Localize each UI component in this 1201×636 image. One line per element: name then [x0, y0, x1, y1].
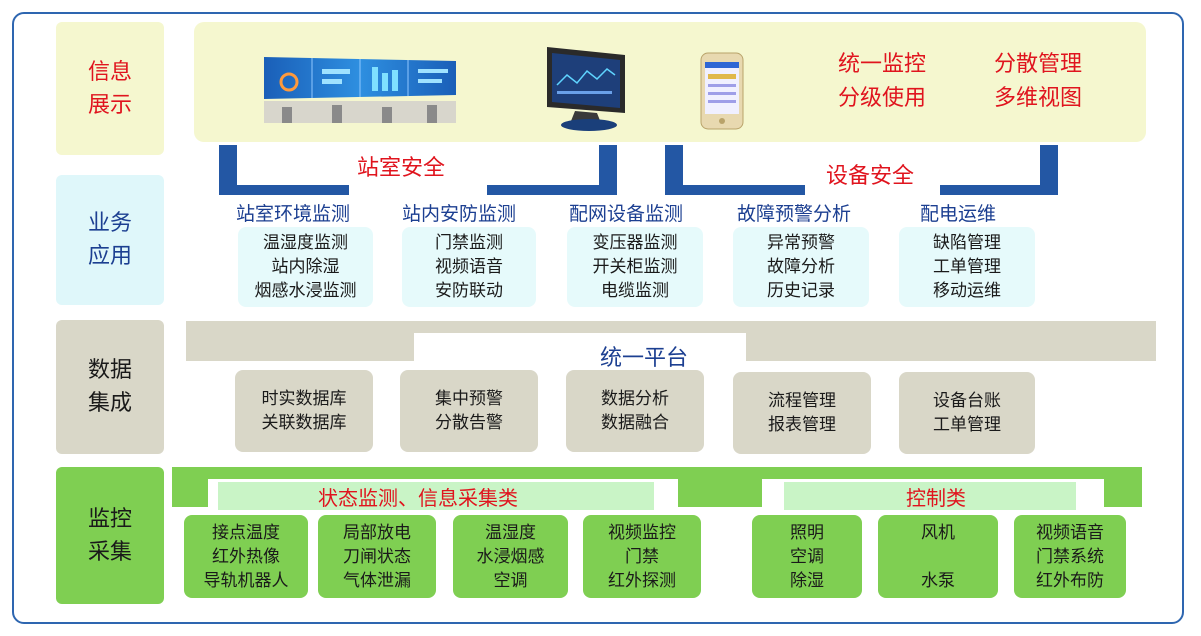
monitor-bar-left [172, 467, 208, 507]
data-box-ledger: 设备台账 工单管理 [899, 372, 1035, 454]
monitor-box-video: 视频监控 门禁 红外探测 [583, 515, 701, 598]
business-box-ops-text: 缺陷管理 工单管理 移动运维 [933, 233, 1001, 301]
equipment-bracket-right [1040, 145, 1058, 195]
platform-label: 统一平台 [600, 346, 689, 371]
business-box-env: 温湿度监测 站内除湿 烟感水浸监测 [238, 227, 373, 307]
layer-label-business: 业务 应用 [56, 175, 164, 305]
data-box-database: 时实数据库 关联数据库 [235, 370, 373, 452]
business-box-env-text: 温湿度监测 站内除湿 烟感水浸监测 [254, 233, 357, 301]
layer-label-data: 数据 集成 [56, 320, 164, 454]
business-box-security: 门禁监测 视频语音 安防联动 [402, 227, 536, 307]
equipment-bracket-bottom-right [940, 185, 1058, 195]
equipment-safety-label: 设备安全 [826, 164, 915, 189]
control-box-fan: 风机 水泵 [878, 515, 998, 598]
data-box-alarm: 集中预警 分散告警 [400, 370, 538, 452]
slogan-unified-monitoring: 统一监控 [838, 52, 927, 77]
business-box-fault-text: 异常预警 故障分析 历史记录 [767, 233, 835, 301]
data-box-database-text: 时实数据库 关联数据库 [261, 389, 347, 433]
monitor-graphic [547, 47, 625, 131]
data-box-ledger-text: 设备台账 工单管理 [933, 391, 1001, 435]
control-box-access-text: 视频语音 门禁系统 红外布防 [1036, 522, 1104, 591]
data-box-process-text: 流程管理 报表管理 [768, 391, 836, 435]
monitor-box-temperature-text: 接点温度 红外热像 导轨机器人 [203, 522, 289, 591]
video-wall-graphic [264, 57, 456, 123]
control-box-lighting: 照明 空调 除湿 [752, 515, 862, 598]
equipment-bracket-bottom-left [665, 185, 805, 195]
layer-label-info: 信息 展示 [56, 22, 164, 155]
control-box-lighting-text: 照明 空调 除湿 [790, 522, 824, 591]
layer-label-monitor: 监控 采集 [56, 467, 164, 604]
equipment-bracket-left [665, 145, 683, 195]
business-box-ops: 缺陷管理 工单管理 移动运维 [899, 227, 1035, 307]
platform-bar-right [746, 321, 1156, 361]
monitor-box-humidity: 温湿度 水浸烟感 空调 [453, 515, 568, 598]
business-title-security: 站内安防监测 [402, 203, 517, 225]
monitor-box-discharge-text: 局部放电 刀闸状态 气体泄漏 [343, 522, 411, 591]
station-bracket-left [219, 145, 237, 195]
data-box-alarm-text: 集中预警 分散告警 [435, 389, 503, 433]
diagram-frame [12, 12, 1184, 624]
business-box-equipment-text: 变压器监测 开关柜监测 电缆监测 [592, 233, 678, 301]
business-box-security-text: 门禁监测 视频语音 安防联动 [435, 233, 503, 301]
control-label: 控制类 [906, 486, 966, 510]
monitor-bar-mid [678, 467, 762, 507]
monitor-image [545, 45, 635, 133]
layer-label-info-text: 信息 展示 [87, 59, 132, 118]
monitor-bar-right [1104, 467, 1142, 507]
monitor-box-discharge: 局部放电 刀闸状态 气体泄漏 [318, 515, 436, 598]
station-safety-label: 站室安全 [357, 156, 446, 181]
slogan-multi-view: 多维视图 [994, 86, 1083, 111]
state-label-bg [218, 482, 654, 510]
business-title-env: 站室环境监测 [236, 203, 351, 225]
monitor-box-video-text: 视频监控 门禁 红外探测 [608, 522, 676, 591]
station-bracket-bottom-right [487, 185, 617, 195]
layer-label-data-text: 数据 集成 [87, 358, 132, 416]
control-box-fan-text: 风机 水泵 [921, 522, 955, 591]
business-box-equipment: 变压器监测 开关柜监测 电缆监测 [567, 227, 703, 307]
phone-image [700, 52, 744, 130]
phone-graphic [700, 52, 744, 130]
monitor-box-humidity-text: 温湿度 水浸烟感 空调 [476, 522, 545, 591]
business-title-equipment: 配网设备监测 [569, 203, 684, 225]
state-label: 状态监测、信息采集类 [318, 486, 518, 510]
monitor-box-temperature: 接点温度 红外热像 导轨机器人 [184, 515, 308, 598]
data-box-analysis: 数据分析 数据融合 [566, 370, 704, 452]
business-title-fault: 故障预警分析 [737, 203, 852, 225]
business-title-ops: 配电运维 [920, 203, 997, 225]
station-bracket-bottom [219, 185, 349, 195]
business-box-fault: 异常预警 故障分析 历史记录 [733, 227, 869, 307]
control-label-bg [784, 482, 1076, 510]
data-box-analysis-text: 数据分析 数据融合 [601, 389, 669, 433]
layer-label-monitor-text: 监控 采集 [87, 506, 132, 565]
slogan-distributed-management: 分散管理 [994, 52, 1083, 77]
layer-label-business-text: 业务 应用 [87, 211, 132, 269]
monitor-bar-top [172, 467, 1142, 479]
station-bracket-right [599, 145, 617, 195]
slogan-graded-use: 分级使用 [838, 86, 927, 111]
data-box-process: 流程管理 报表管理 [733, 372, 871, 454]
control-box-access: 视频语音 门禁系统 红外布防 [1014, 515, 1126, 598]
video-wall-image [262, 55, 458, 125]
